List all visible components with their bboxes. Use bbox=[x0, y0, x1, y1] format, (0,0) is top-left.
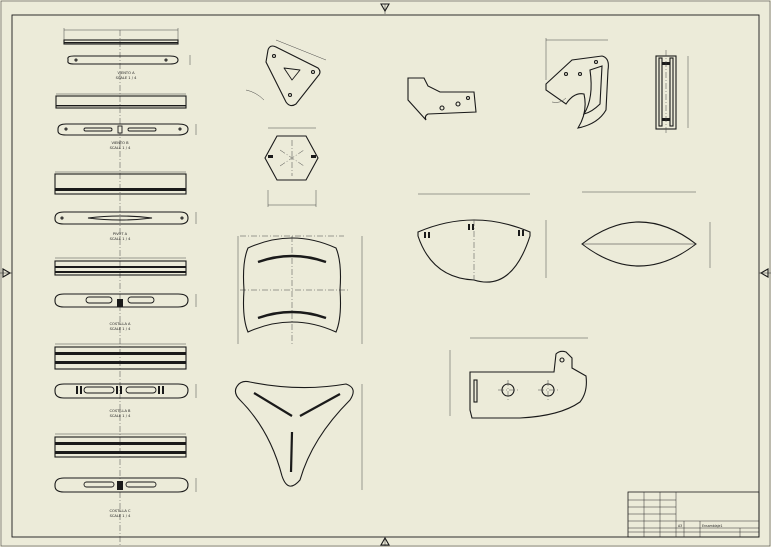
trilobe-plate-view bbox=[234, 380, 363, 490]
view-scale-6: SCALE 1 / 4 bbox=[110, 514, 131, 518]
edge-view bbox=[655, 50, 689, 134]
sheet-size: A3 bbox=[678, 524, 682, 528]
drawing-border bbox=[11, 14, 760, 538]
long-bracket-view bbox=[449, 337, 588, 419]
triangle-bracket-view bbox=[245, 39, 327, 107]
view-scale-3: SCALE 1 / 4 bbox=[110, 237, 131, 241]
view-scale-4: SCALE 1 / 4 bbox=[110, 327, 131, 331]
part-view-6 bbox=[54, 433, 197, 493]
small-bracket-view bbox=[407, 77, 477, 121]
view-scale-2: SCALE 1 / 4 bbox=[110, 146, 131, 150]
view-label-4: COSTILLA A bbox=[109, 322, 131, 326]
lens-slotted-view bbox=[417, 193, 547, 283]
view-label-1: VIENTO A bbox=[117, 71, 135, 75]
part-view-3 bbox=[54, 171, 197, 225]
hexagon-plate-view bbox=[264, 127, 319, 207]
drawing-name: Ensamblaje1 bbox=[702, 524, 723, 528]
view-label-2: VIENTO B bbox=[111, 141, 129, 145]
curved-plate-view bbox=[237, 235, 363, 345]
view-scale-1: SCALE 1 / 4 bbox=[116, 76, 137, 80]
view-label-3: PIVOT A bbox=[113, 232, 128, 236]
view-label-5: COSTILLA B bbox=[109, 409, 131, 413]
side-bracket-view bbox=[545, 38, 609, 129]
lens-plain-view bbox=[581, 191, 711, 268]
view-label-6: COSTILLA C bbox=[109, 509, 131, 513]
part-view-5 bbox=[54, 343, 197, 399]
part-view-1 bbox=[63, 28, 191, 65]
part-view-2 bbox=[55, 93, 197, 136]
part-view-4 bbox=[54, 257, 197, 308]
view-scale-5: SCALE 1 / 4 bbox=[110, 414, 131, 418]
title-block bbox=[627, 491, 760, 538]
